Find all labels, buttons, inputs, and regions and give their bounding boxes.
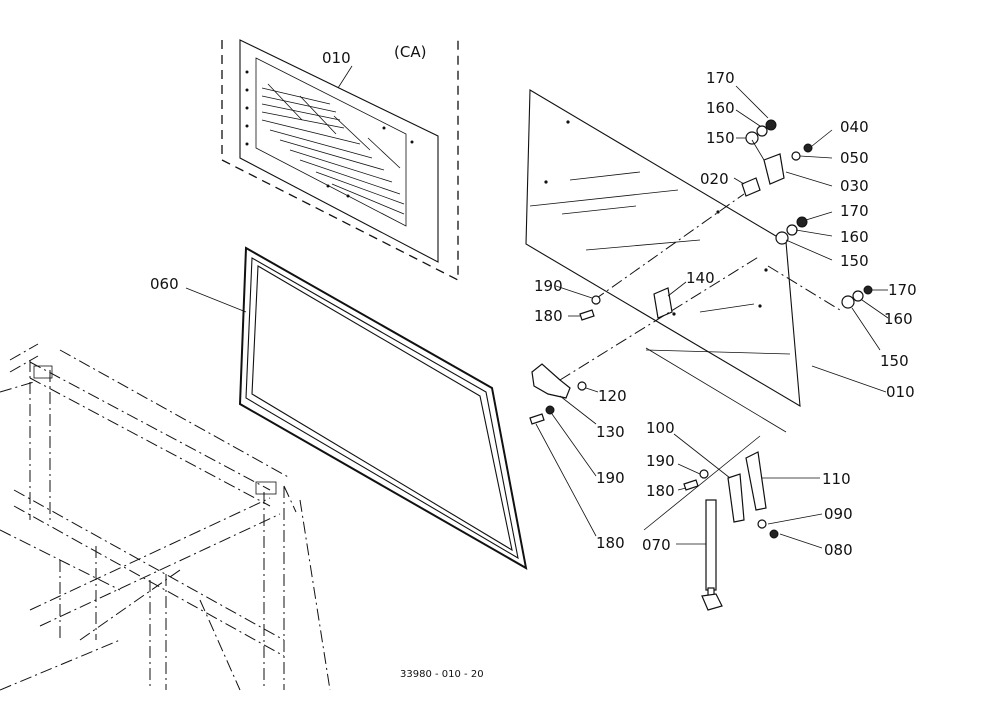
inset-ca-variant [221,39,459,282]
hinge-hardware-upper [559,85,889,381]
callout-190-c: 190 [646,452,675,470]
nut-170-c [863,285,873,295]
washer-160-b [786,224,798,236]
callout-190-a: 190 [534,277,563,295]
callout-160-a: 160 [706,99,735,117]
lower-leader-lines [535,281,823,549]
callout-150-b: 150 [840,252,869,270]
cab-frame [0,343,331,691]
latch-and-strut-hardware [529,281,823,611]
callout-030: 030 [840,177,869,195]
latch-striker-plate [653,287,673,319]
inset-glass-inner [255,57,407,227]
pad-020 [741,177,761,197]
washer-160-c [852,290,864,302]
lower-assembly-line [645,347,787,433]
callout-070: 070 [642,536,671,554]
callout-010-b: 010 [886,383,915,401]
callout-110: 110 [822,470,851,488]
screw-180-b [529,413,545,425]
callout-180-c: 180 [646,482,675,500]
washer-050 [791,151,801,161]
callout-080: 080 [824,541,853,559]
screw-180-a [579,309,595,321]
leader-010-b [811,365,887,393]
drawing-reference-number: 33980 - 010 - 20 [400,669,484,680]
washer-150-a [745,131,759,145]
washer-160-a [756,125,768,137]
callout-150-c: 150 [880,352,909,370]
washer-190-b [545,405,555,415]
callout-010-ca: 010 [322,49,351,67]
latch-handle-130 [531,363,571,399]
glass-outline [525,89,801,408]
gas-strut-lower-eye [701,593,723,611]
washer-120 [577,381,587,391]
leader-010-ca [337,65,353,89]
callout-040: 040 [840,118,869,136]
callout-170-a: 170 [706,69,735,87]
inset-hatch-lines [261,83,405,215]
callout-180-b: 180 [596,534,625,552]
seal-outer-edge [238,246,528,570]
callout-170-b: 170 [840,202,869,220]
strut-bracket-110 [745,451,767,511]
strut-axis-line [643,435,761,531]
callout-ca-variant: (CA) [394,43,426,61]
frame-bracket [33,365,53,379]
inset-rivets [245,70,414,198]
leader-060 [185,287,247,313]
callout-060: 060 [150,275,179,293]
washer-150-c [841,295,855,309]
screw-180-c [683,479,699,491]
callout-180-a: 180 [534,307,563,325]
upper-assembly-axes [559,193,841,381]
strut-bracket-100 [727,473,745,523]
callout-090: 090 [824,505,853,523]
nut-170-b [796,216,808,228]
gas-strut-070 [705,499,717,591]
callout-100: 100 [646,419,675,437]
callout-130: 130 [596,423,625,441]
callout-160-c: 160 [884,310,913,328]
callout-170-c: 170 [888,281,917,299]
washer-090 [757,519,767,529]
hinge-bracket-030 [763,153,785,185]
seal-inner-edge-2 [251,265,513,552]
main-glass-panel [525,89,887,408]
washer-190-a [591,295,601,305]
washer-150-b [775,231,789,245]
washer-190-c [699,469,709,479]
nut-080 [769,529,779,539]
callout-020: 020 [700,170,729,188]
glass-reflection-lines [529,171,791,355]
callout-labels: 010 (CA) 060 170 160 150 040 050 030 020… [150,43,917,680]
inset-glass-panel [239,39,439,263]
callout-150-a: 150 [706,129,735,147]
callout-160-b: 160 [840,228,869,246]
window-seal-frame [185,246,528,570]
bolt-040 [803,143,813,153]
frame-corner-block [255,481,277,495]
inset-dashed-border [221,40,459,282]
nut-170-a [765,119,777,131]
callout-050: 050 [840,149,869,167]
callout-140: 140 [686,269,715,287]
callout-190-b: 190 [596,469,625,487]
upper-leader-lines [733,85,889,351]
seal-inner-edge-1 [245,257,519,560]
callout-120: 120 [598,387,627,405]
glass-mounting-holes [544,120,768,316]
